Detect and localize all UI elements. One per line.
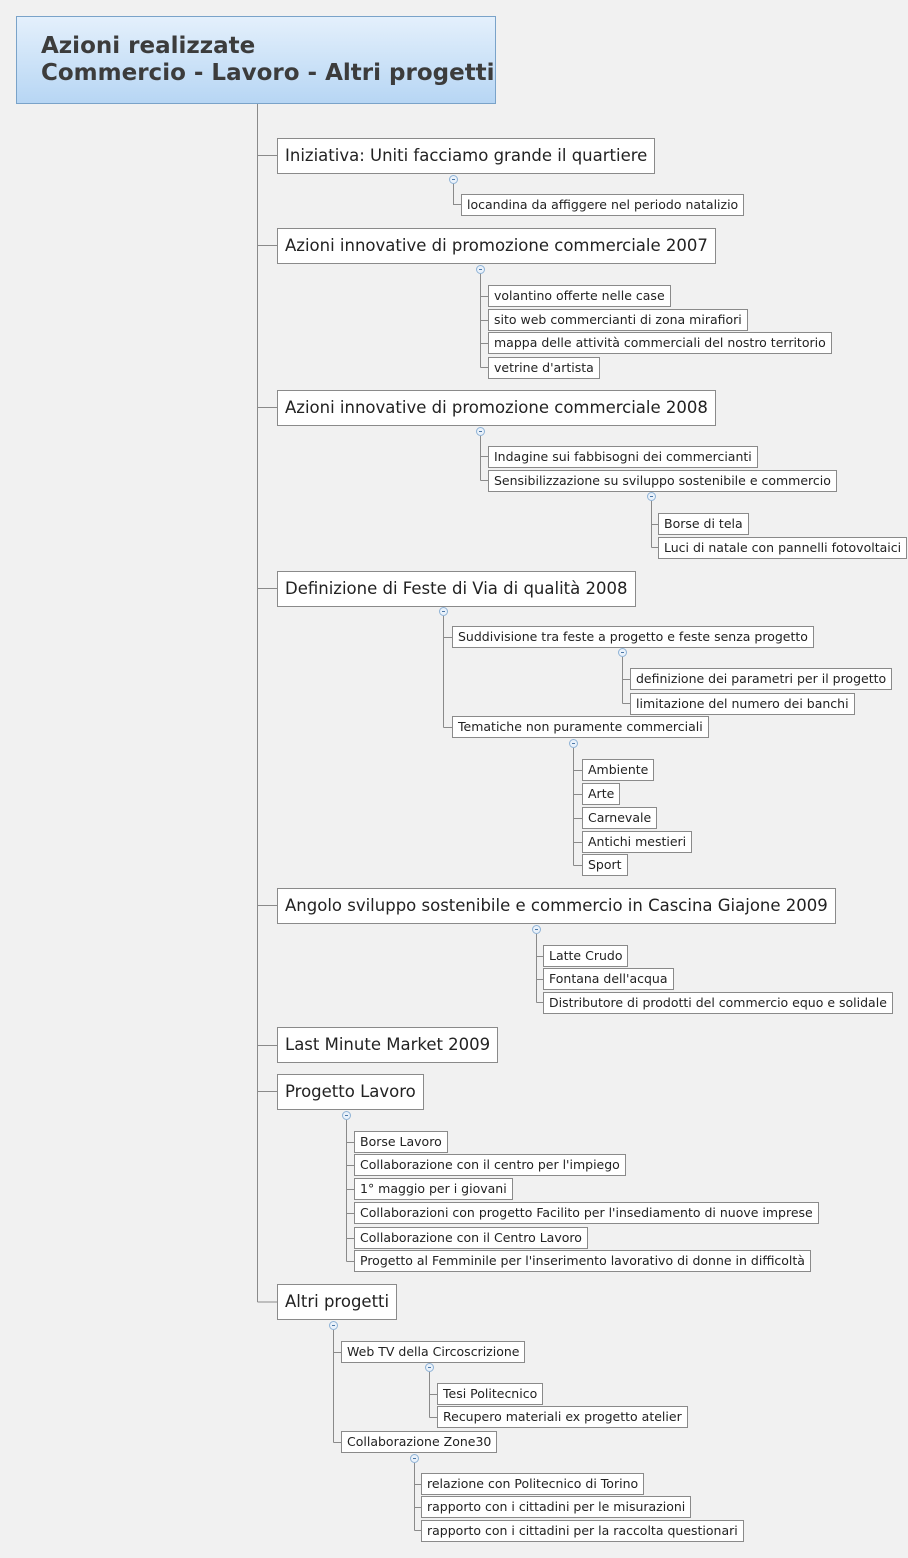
subtopic-questionari[interactable]: rapporto con i cittadini per la raccolta… bbox=[421, 1520, 744, 1542]
subtopic-luci-natale[interactable]: Luci di natale con pannelli fotovoltaici bbox=[658, 537, 908, 559]
subtopic-arte[interactable]: Arte bbox=[582, 783, 621, 805]
subtopic-locandina[interactable]: locandina da affiggere nel periodo natal… bbox=[461, 194, 745, 216]
topic-feste-via[interactable]: Definizione di Feste di Via di qualità 2… bbox=[277, 571, 636, 607]
subtopic-parametri[interactable]: definizione dei parametri per il progett… bbox=[630, 668, 893, 690]
subtopic-sensibilizzazione[interactable]: Sensibilizzazione su sviluppo sostenibil… bbox=[488, 470, 837, 492]
title-line-1: Azioni realizzate bbox=[41, 33, 256, 59]
collapse-icon[interactable] bbox=[618, 648, 627, 657]
collapse-icon[interactable] bbox=[425, 1363, 434, 1372]
collapse-icon[interactable] bbox=[439, 607, 448, 616]
subtopic-suddivisione[interactable]: Suddivisione tra feste a progetto e fest… bbox=[452, 626, 814, 648]
collapse-icon[interactable] bbox=[532, 925, 541, 934]
topic-promozione-2007[interactable]: Azioni innovative di promozione commerci… bbox=[277, 228, 716, 264]
topic-angolo-sviluppo[interactable]: Angolo sviluppo sostenibile e commercio … bbox=[277, 888, 836, 924]
subtopic-distributore[interactable]: Distributore di prodotti del commercio e… bbox=[543, 992, 893, 1014]
subtopic-fontana[interactable]: Fontana dell'acqua bbox=[543, 968, 674, 990]
topic-progetto-lavoro[interactable]: Progetto Lavoro bbox=[277, 1074, 424, 1110]
subtopic-web-tv[interactable]: Web TV della Circoscrizione bbox=[341, 1341, 526, 1363]
subtopic-latte-crudo[interactable]: Latte Crudo bbox=[543, 945, 629, 967]
collapse-icon[interactable] bbox=[342, 1111, 351, 1120]
subtopic-recupero-materiali[interactable]: Recupero materiali ex progetto atelier bbox=[437, 1406, 688, 1428]
subtopic-sport[interactable]: Sport bbox=[582, 854, 628, 876]
subtopic-antichi-mestieri[interactable]: Antichi mestieri bbox=[582, 831, 693, 853]
subtopic-femminile[interactable]: Progetto al Femminile per l'inserimento … bbox=[354, 1250, 811, 1272]
topic-promozione-2008[interactable]: Azioni innovative di promozione commerci… bbox=[277, 390, 716, 426]
collapse-icon[interactable] bbox=[329, 1321, 338, 1330]
subtopic-volantino[interactable]: volantino offerte nelle case bbox=[488, 285, 671, 307]
subtopic-primo-maggio[interactable]: 1° maggio per i giovani bbox=[354, 1178, 513, 1200]
collapse-icon[interactable] bbox=[476, 427, 485, 436]
topic-iniziativa[interactable]: Iniziativa: Uniti facciamo grande il qua… bbox=[277, 138, 656, 174]
subtopic-mappa[interactable]: mappa delle attività commerciali del nos… bbox=[488, 332, 832, 354]
collapse-icon[interactable] bbox=[449, 175, 458, 184]
subtopic-centro-lavoro[interactable]: Collaborazione con il Centro Lavoro bbox=[354, 1227, 588, 1249]
subtopic-tesi-politecnico[interactable]: Tesi Politecnico bbox=[437, 1383, 544, 1405]
subtopic-borse-lavoro[interactable]: Borse Lavoro bbox=[354, 1131, 448, 1153]
subtopic-ambiente[interactable]: Ambiente bbox=[582, 759, 655, 781]
collapse-icon[interactable] bbox=[647, 492, 656, 501]
subtopic-limitazione[interactable]: limitazione del numero dei banchi bbox=[630, 693, 855, 715]
subtopic-indagine[interactable]: Indagine sui fabbisogni dei commercianti bbox=[488, 446, 758, 468]
collapse-icon[interactable] bbox=[410, 1454, 419, 1463]
collapse-icon[interactable] bbox=[569, 739, 578, 748]
title-line-2: Commercio - Lavoro - Altri progetti bbox=[41, 60, 495, 86]
subtopic-borse-tela[interactable]: Borse di tela bbox=[658, 513, 749, 535]
topic-last-minute[interactable]: Last Minute Market 2009 bbox=[277, 1027, 499, 1063]
topic-altri-progetti[interactable]: Altri progetti bbox=[277, 1284, 398, 1320]
subtopic-zone30[interactable]: Collaborazione Zone30 bbox=[341, 1431, 498, 1453]
subtopic-facilito[interactable]: Collaborazioni con progetto Facilito per… bbox=[354, 1202, 819, 1224]
subtopic-misurazioni[interactable]: rapporto con i cittadini per le misurazi… bbox=[421, 1496, 692, 1518]
subtopic-sito-web[interactable]: sito web commercianti di zona mirafiori bbox=[488, 309, 748, 331]
subtopic-carnevale[interactable]: Carnevale bbox=[582, 807, 658, 829]
central-topic[interactable]: Azioni realizzate Commercio - Lavoro - A… bbox=[16, 16, 496, 104]
collapse-icon[interactable] bbox=[476, 265, 485, 274]
subtopic-relazione-politecnico[interactable]: relazione con Politecnico di Torino bbox=[421, 1473, 645, 1495]
subtopic-tematiche[interactable]: Tematiche non puramente commerciali bbox=[452, 716, 709, 738]
subtopic-vetrine[interactable]: vetrine d'artista bbox=[488, 357, 600, 379]
subtopic-centro-impiego[interactable]: Collaborazione con il centro per l'impie… bbox=[354, 1154, 626, 1176]
